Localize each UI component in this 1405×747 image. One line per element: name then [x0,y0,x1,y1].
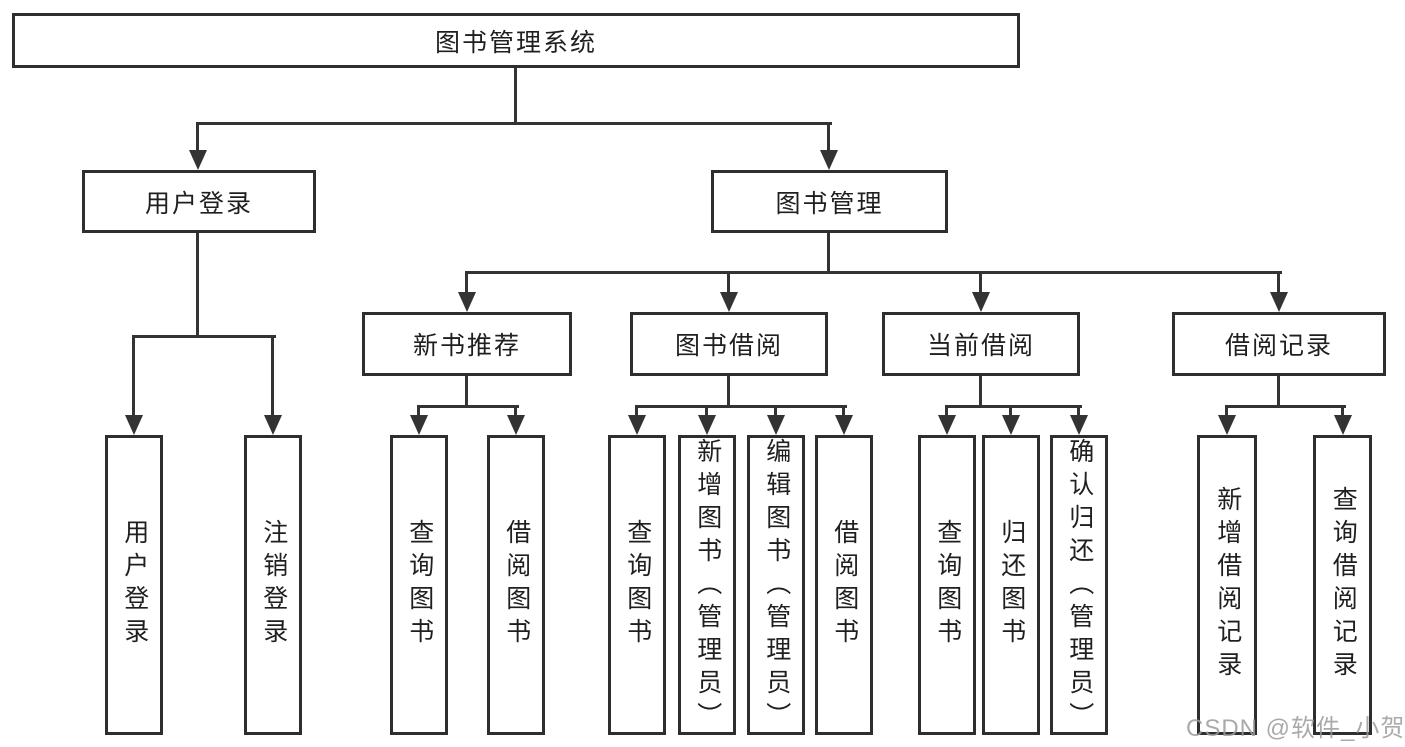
connector-line-vertical [945,405,948,417]
connector-line-vertical [271,335,274,417]
node-user-login: 用户登录 [82,170,316,233]
arrow-down-icon [458,292,476,312]
node-library-management-system: 图书管理系统 [12,13,1020,68]
leaf-label: 查询借阅记录 [1329,486,1358,684]
arrow-down-icon [125,415,143,435]
leaf-logout: 注销登录 [244,435,302,735]
leaf-label: 查询图书 [623,519,652,651]
connector-line-vertical [635,405,638,417]
leaf-query-book-recommend: 查询图书 [390,435,448,735]
node-label: 图书借阅 [674,332,783,360]
connector-line-vertical [1277,271,1280,294]
leaf-query-book-borrow: 查询图书 [608,435,666,735]
connector-line-horizontal [946,405,1082,408]
connector-line-vertical [979,271,982,294]
leaf-add-book-admin: 新增图书（管理员） [678,435,736,735]
node-current-borrow: 当前借阅 [882,312,1080,376]
node-label: 图书管理系统 [434,28,597,57]
node-label: 图书管理 [775,189,884,218]
arrow-down-icon [835,415,853,435]
arrow-down-icon [972,292,990,312]
connector-line-vertical [705,405,708,417]
arrow-down-icon [410,415,428,435]
arrow-down-icon [507,415,525,435]
node-book-management: 图书管理 [711,170,948,233]
connector-line-horizontal [636,405,847,408]
leaf-borrow-book-recommend: 借阅图书 [487,435,545,735]
connector-line-vertical [1277,376,1280,405]
connector-line-vertical [417,405,420,417]
connector-line-vertical [727,271,730,294]
leaf-label: 查询图书 [405,519,434,651]
leaf-label: 借阅图书 [502,519,531,651]
node-borrow-record: 借阅记录 [1172,312,1386,376]
arrow-down-icon [628,415,646,435]
arrow-down-icon [264,415,282,435]
leaf-label: 新增图书（管理员） [693,438,722,735]
leaf-label: 借阅图书 [830,519,859,651]
node-label: 新书推荐 [412,332,521,360]
connector-line-horizontal [418,405,519,408]
leaf-return-book: 归还图书 [982,435,1040,735]
connector-line-vertical [132,335,135,417]
arrow-down-icon [1218,415,1236,435]
arrow-down-icon [189,150,207,170]
connector-line-horizontal [133,335,276,338]
leaf-label: 确认归还（管理员） [1065,438,1094,735]
leaf-label: 归还图书 [997,519,1026,651]
connector-line-vertical [514,68,517,122]
connector-line-vertical [196,122,199,152]
leaf-query-borrow-record: 查询借阅记录 [1313,435,1372,735]
watermark-text: CSDN @软件_小贺同学 [1186,715,1405,742]
arrow-down-icon [1070,415,1088,435]
leaf-label: 用户登录 [120,519,149,651]
leaf-label: 编辑图书（管理员） [762,438,791,735]
connector-line-horizontal [1226,405,1346,408]
node-new-book-recommend: 新书推荐 [362,312,572,376]
leaf-label: 注销登录 [259,519,288,651]
arrow-down-icon [820,150,838,170]
leaf-user-login: 用户登录 [105,435,163,735]
leaf-add-borrow-record: 新增借阅记录 [1197,435,1257,735]
connector-line-vertical [514,405,517,417]
connector-line-vertical [1225,405,1228,417]
connector-line-vertical [827,122,830,152]
node-book-borrow: 图书借阅 [630,312,828,376]
connector-line-vertical [842,405,845,417]
arrow-down-icon [938,415,956,435]
connector-line-vertical [727,376,730,405]
connector-line-horizontal [197,122,832,125]
connector-line-vertical [465,271,468,294]
node-label: 借阅记录 [1224,332,1333,360]
arrow-down-icon [1334,415,1352,435]
arrow-down-icon [1002,415,1020,435]
connector-line-vertical [774,405,777,417]
connector-line-vertical [1341,405,1344,417]
leaf-label: 新增借阅记录 [1213,486,1242,684]
arrow-down-icon [698,415,716,435]
connector-line-vertical [465,376,468,405]
connector-line-horizontal [466,271,1282,274]
connector-line-vertical [979,376,982,405]
leaf-label: 查询图书 [933,519,962,651]
connector-line-vertical [1077,405,1080,417]
leaf-edit-book-admin: 编辑图书（管理员） [747,435,805,735]
arrow-down-icon [1270,292,1288,312]
connector-line-vertical [827,233,830,271]
connector-line-vertical [1009,405,1012,417]
leaf-borrow-book: 借阅图书 [815,435,873,735]
leaf-query-book-current: 查询图书 [918,435,976,735]
node-label: 用户登录 [144,189,253,218]
leaf-confirm-return-admin: 确认归还（管理员） [1050,435,1108,735]
arrow-down-icon [767,415,785,435]
arrow-down-icon [720,292,738,312]
node-label: 当前借阅 [926,332,1035,360]
connector-line-vertical [196,233,199,335]
